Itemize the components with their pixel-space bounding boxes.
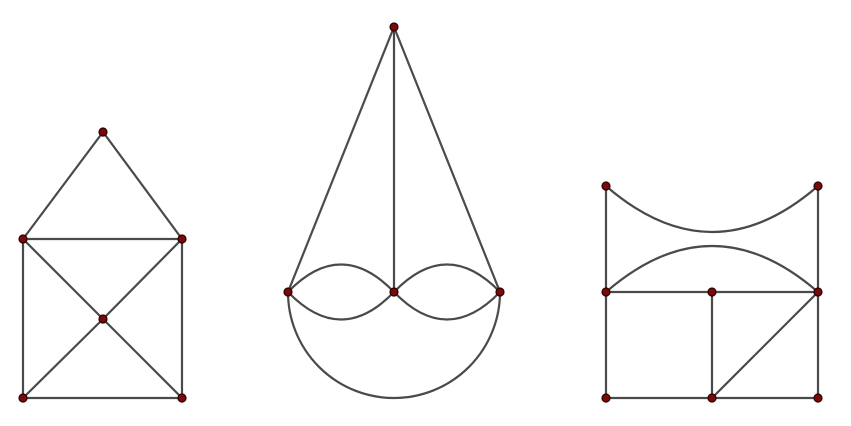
vertex	[601, 181, 611, 191]
vertex	[98, 314, 108, 324]
vertex	[495, 287, 505, 297]
house-graph-vertices	[18, 127, 187, 403]
cone-graph-vertices	[283, 22, 505, 297]
vertex	[98, 127, 108, 137]
box-graph-vertices	[601, 181, 823, 403]
vertex	[813, 181, 823, 191]
box-graph	[601, 181, 823, 403]
edge	[392, 263, 502, 294]
vertex	[389, 22, 399, 32]
edge	[21, 130, 105, 241]
vertex	[707, 393, 717, 403]
edge	[286, 290, 396, 321]
vertex	[601, 393, 611, 403]
edge	[286, 263, 396, 294]
vertex	[283, 287, 293, 297]
edge	[101, 317, 184, 400]
edge	[286, 25, 396, 294]
edge	[710, 290, 820, 400]
vertex	[389, 287, 399, 297]
edge	[21, 237, 105, 321]
edge	[392, 290, 502, 321]
edge	[286, 290, 502, 400]
cone-graph	[283, 22, 505, 400]
vertex	[177, 234, 187, 244]
edge	[392, 25, 502, 294]
vertex	[707, 287, 717, 297]
edge	[604, 184, 820, 233]
house-graph-edges	[21, 130, 184, 400]
vertex	[177, 393, 187, 403]
edge	[21, 317, 105, 400]
edge	[604, 245, 820, 294]
vertex	[18, 234, 28, 244]
vertex	[813, 287, 823, 297]
box-graph-edges	[604, 184, 820, 400]
edge	[101, 237, 184, 321]
edge	[101, 130, 184, 241]
vertex	[813, 393, 823, 403]
vertex	[601, 287, 611, 297]
house-graph	[18, 127, 187, 403]
cone-graph-edges	[286, 25, 502, 400]
vertex	[18, 393, 28, 403]
